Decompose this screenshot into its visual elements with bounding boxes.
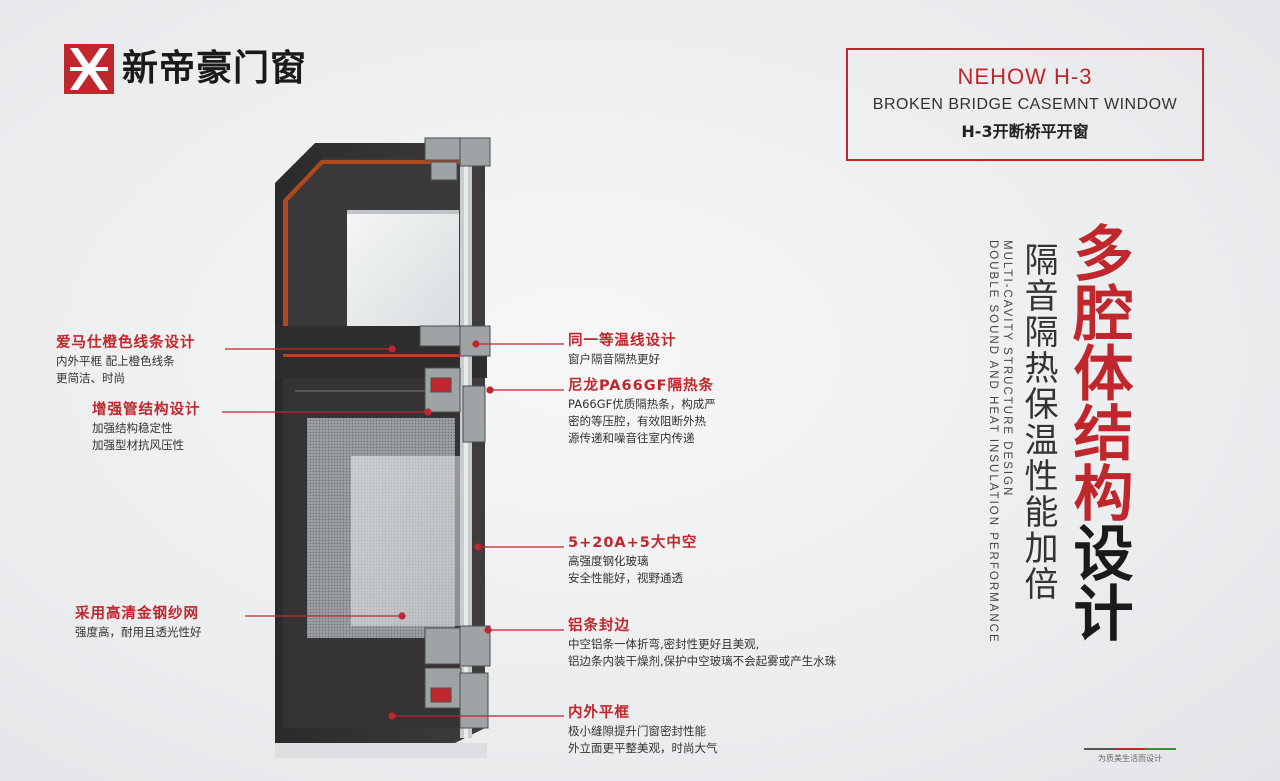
callout-line: 密的等压腔，有效阻断外热 (568, 413, 706, 428)
callout-line: 加强结构稳定性 (92, 420, 173, 435)
callout-title: 铝条封边 (568, 618, 630, 634)
callout-line: 铝边条内装干燥剂,保护中空玻璃不会起雾或产生水珠 (568, 653, 837, 668)
callout-thermal-break: 尼龙PA66GF隔热条 PA66GF优质隔热条，构成严 密的等压腔，有效阻断外热… (568, 377, 716, 447)
callout-flush-frame: 内外平框 极小缝隙提升门窗密封性能 外立面更平整美观，时尚大气 (568, 704, 718, 757)
top-glass (347, 210, 459, 336)
product-model: NEHOW H-3 (957, 64, 1093, 89)
brand-name: 新帝豪门窗 (122, 48, 308, 89)
brand-logo-icon (64, 44, 114, 94)
insulating-glass-edge (460, 148, 464, 738)
callout-line: 极小缝隙提升门窗密封性能 (568, 723, 706, 738)
headline-dark: 设计 (1063, 522, 1133, 642)
headline-vertical: 多腔体结构设计 (1062, 222, 1134, 642)
callout-reinforcement: 增强管结构设计 加强结构稳定性 加强型材抗风压性 (92, 401, 201, 454)
product-title-box: NEHOW H-3 BROKEN BRIDGE CASEMNT WINDOW H… (846, 48, 1204, 161)
callout-title: 尼龙PA66GF隔热条 (568, 378, 715, 394)
callout-line: 内外平框 配上橙色线条 (56, 353, 175, 368)
product-subtitle-cn: H-3开断桥平开窗 (961, 122, 1089, 141)
callout-line: 外立面更平整美观，时尚大气 (568, 740, 718, 755)
callout-line: 源传递和噪音往室内传递 (568, 430, 695, 445)
callout-line: 更简洁、时尚 (56, 370, 125, 385)
window-profile-illustration (275, 137, 491, 758)
slogan-text: 为质美生活而设计 (1098, 754, 1162, 763)
callout-line: 安全性能好，视野通透 (568, 570, 683, 585)
brand-logo: 新帝豪门窗 (64, 44, 307, 94)
callout-aluminum-edge: 铝条封边 中空铝条一体折弯,密封性更好且美观, 铝边条内装干燥剂,保护中空玻璃不… (568, 617, 836, 670)
subheadline-vertical: 隔音隔热保温性能加倍 (1018, 242, 1058, 602)
callout-title: 爱马仕橙色线条设计 (56, 335, 196, 351)
callout-title: 内外平框 (568, 705, 630, 721)
tricolor-bar (1084, 748, 1177, 750)
callout-title: 5+20A+5大中空 (568, 535, 698, 551)
callout-line: 窗户隔音隔热更好 (568, 351, 660, 366)
top-profile-section (424, 137, 491, 181)
callout-line: PA66GF优质隔热条，构成严 (568, 396, 716, 411)
callout-insulated-glass: 5+20A+5大中空 高强度钢化玻璃 安全性能好，视野通透 (568, 534, 697, 587)
callout-line: 中空铝条一体折弯,密封性更好且美观, (568, 636, 760, 651)
product-subtitle-en: BROKEN BRIDGE CASEMNT WINDOW (872, 96, 1178, 113)
lower-glass (351, 456, 461, 626)
callout-title: 增强管结构设计 (92, 402, 201, 418)
slogan-tag: 为质美生活而设计 (1084, 748, 1177, 764)
callout-mesh: 采用高清金钢纱网 强度高，耐用且透光性好 (75, 605, 202, 641)
english-line-1: MULTI-CAVITY STRUCTURE DESIGN (1001, 240, 1013, 498)
headline-red: 多腔体结构 (1063, 222, 1133, 522)
callout-line: 加强型材抗风压性 (92, 437, 184, 452)
callout-line: 高强度钢化玻璃 (568, 553, 649, 568)
callout-isotherm: 同一等温线设计 窗户隔音隔热更好 (568, 332, 677, 368)
callout-title: 同一等温线设计 (568, 333, 677, 349)
callout-orange-line: 爱马仕橙色线条设计 内外平框 配上橙色线条 更简洁、时尚 (56, 334, 196, 387)
callout-title: 采用高清金钢纱网 (75, 606, 199, 622)
bottom-profile-section (424, 625, 491, 729)
callout-line: 强度高，耐用且透光性好 (75, 624, 202, 639)
english-line-2: DOUBLE SOUND AND HEAT INSULATION PERFORM… (987, 240, 999, 644)
